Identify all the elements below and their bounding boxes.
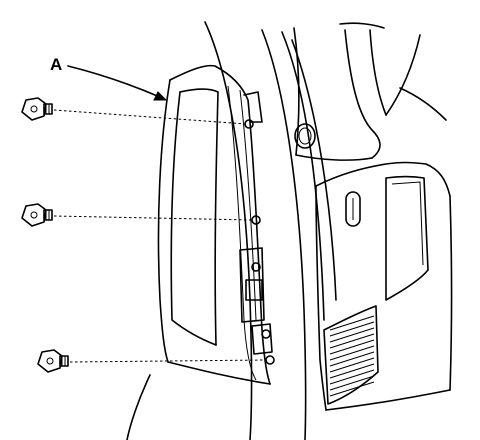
speaker-grille — [323, 305, 379, 405]
callout-label: A — [50, 55, 62, 74]
screw-middle — [21, 203, 253, 227]
trim-slot — [345, 191, 361, 227]
grille-slat — [329, 369, 375, 385]
grille-slat — [329, 327, 375, 343]
grille-slat — [329, 339, 375, 355]
panel-hole — [294, 123, 316, 149]
grille-slat — [329, 333, 375, 349]
alignment-line — [53, 215, 253, 221]
screw-bottom — [37, 349, 267, 373]
alignment-line — [53, 109, 247, 125]
upper-pillar — [293, 22, 447, 161]
screw-top — [21, 97, 247, 125]
grille-slat — [329, 375, 375, 391]
grille-slat — [329, 363, 375, 379]
grille-slat — [329, 315, 375, 331]
mounting-hole — [265, 355, 275, 365]
grille-slat — [329, 381, 375, 397]
grille-slat — [329, 351, 375, 367]
callout-a: A — [50, 55, 168, 101]
mounting-hole — [261, 329, 271, 339]
grille-slat — [329, 345, 375, 361]
mounting-hole — [244, 119, 254, 129]
mounting-hole — [251, 262, 261, 272]
trim-panel — [315, 161, 453, 411]
component-a — [157, 64, 273, 385]
mounting-hole — [251, 215, 261, 225]
grille-slat — [329, 357, 375, 373]
body-panel — [126, 21, 337, 440]
grille-slat — [329, 321, 375, 337]
